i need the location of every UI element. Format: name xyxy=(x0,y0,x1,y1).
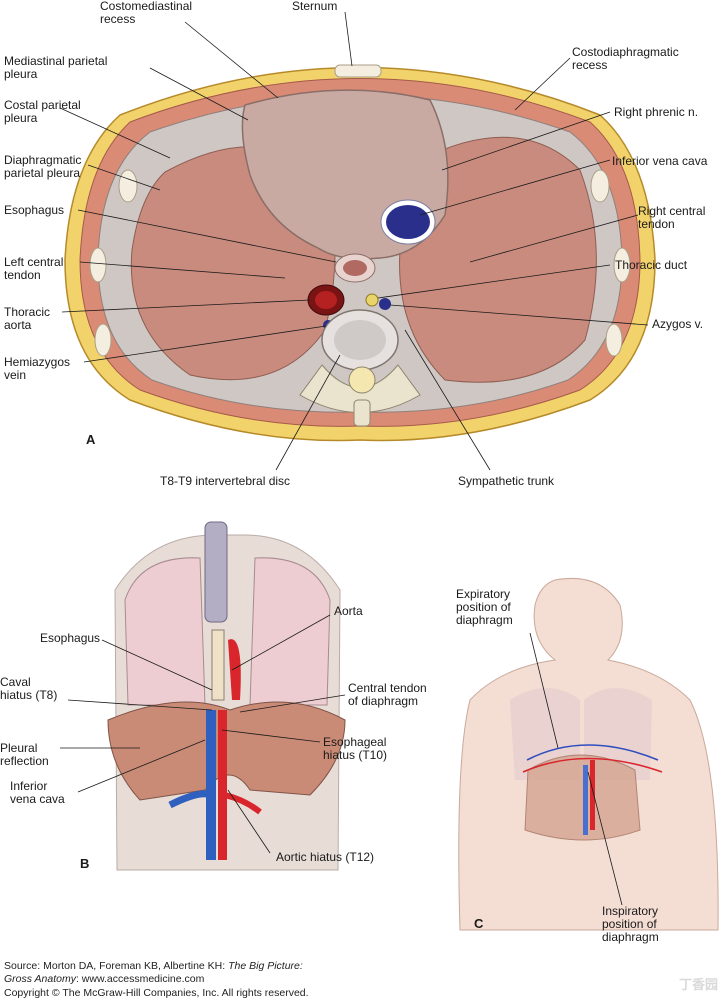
label-t8-t9-intervertebral-disc: T8-T9 intervertebral disc xyxy=(160,474,291,488)
panel-label-c: C xyxy=(474,916,484,931)
label-costomediastinal-recess: Costomediastinal recess xyxy=(100,0,193,26)
watermark: 丁香园 xyxy=(678,977,718,992)
label-hemiazygos-vein: Hemiazygos vein xyxy=(4,355,71,382)
label-thoracic-duct: Thoracic duct xyxy=(615,258,688,272)
source-prefix: Source: Morton DA, Foreman KB, Albertine… xyxy=(4,960,229,972)
label-sympathetic-trunk: Sympathetic trunk xyxy=(458,474,555,488)
label-esophagus-b: Esophagus xyxy=(40,631,101,645)
label-esophagus-a: Esophagus xyxy=(4,203,65,217)
label-central-tendon-of-diaphragm: Central tendon of diaphragm xyxy=(348,681,427,708)
panel-label-a: A xyxy=(86,432,96,447)
source-book-title-2: Gross Anatomy xyxy=(4,973,76,985)
panel-label-b: B xyxy=(80,856,90,871)
source-book-title: The Big Picture: xyxy=(228,960,303,972)
label-caval-hiatus: Caval hiatus (T8) xyxy=(0,675,58,702)
label-costodiaphragmatic-recess: Costodiaphragmatic recess xyxy=(572,45,679,72)
source-url: : www.accessmedicine.com xyxy=(75,973,205,985)
label-inferior-vena-cava-b: Inferior vena cava xyxy=(10,779,65,806)
cross-section-illustration xyxy=(64,64,656,442)
leader-lines-a xyxy=(59,11,649,471)
label-mediastinal-parietal-pleura: Mediastinal parietal pleura xyxy=(4,54,108,81)
label-inferior-vena-cava-a: Inferior vena cava xyxy=(612,154,708,168)
label-sternum: Sternum xyxy=(292,0,338,13)
frontal-thorax-illustration xyxy=(107,521,346,871)
label-aortic-hiatus: Aortic hiatus (T12) xyxy=(276,850,375,864)
label-expiratory-position: Expiratory position of diaphragm xyxy=(456,587,513,627)
label-esophageal-hiatus: Esophageal hiatus (T10) xyxy=(323,735,388,762)
label-diaphragmatic-parietal-pleura: Diaphragmatic parietal pleura xyxy=(4,153,82,180)
label-left-central-tendon: Left central tendon xyxy=(4,255,64,282)
copyright-line: Copyright © The McGraw-Hill Companies, I… xyxy=(4,987,309,999)
label-right-phrenic-n: Right phrenic n. xyxy=(614,105,699,119)
label-costal-parietal-pleura: Costal parietal pleura xyxy=(4,98,81,125)
label-thoracic-aorta: Thoracic aorta xyxy=(4,305,51,332)
label-inspiratory-position: Inspiratory position of diaphragm xyxy=(602,904,659,944)
label-right-central-tendon: Right central tendon xyxy=(638,204,706,231)
label-pleural-reflection: Pleural reflection xyxy=(0,741,49,768)
leader-lines-c xyxy=(529,632,623,906)
source-line: Source: Morton DA, Foreman KB, Albertine… xyxy=(4,960,303,972)
label-aorta-b: Aorta xyxy=(334,604,363,618)
leader-lines-b xyxy=(60,614,346,854)
source-line-2: Gross Anatomy: www.accessmedicine.com xyxy=(4,973,204,985)
label-azygos-v: Azygos v. xyxy=(652,317,704,331)
body-silhouette-illustration xyxy=(458,577,719,931)
